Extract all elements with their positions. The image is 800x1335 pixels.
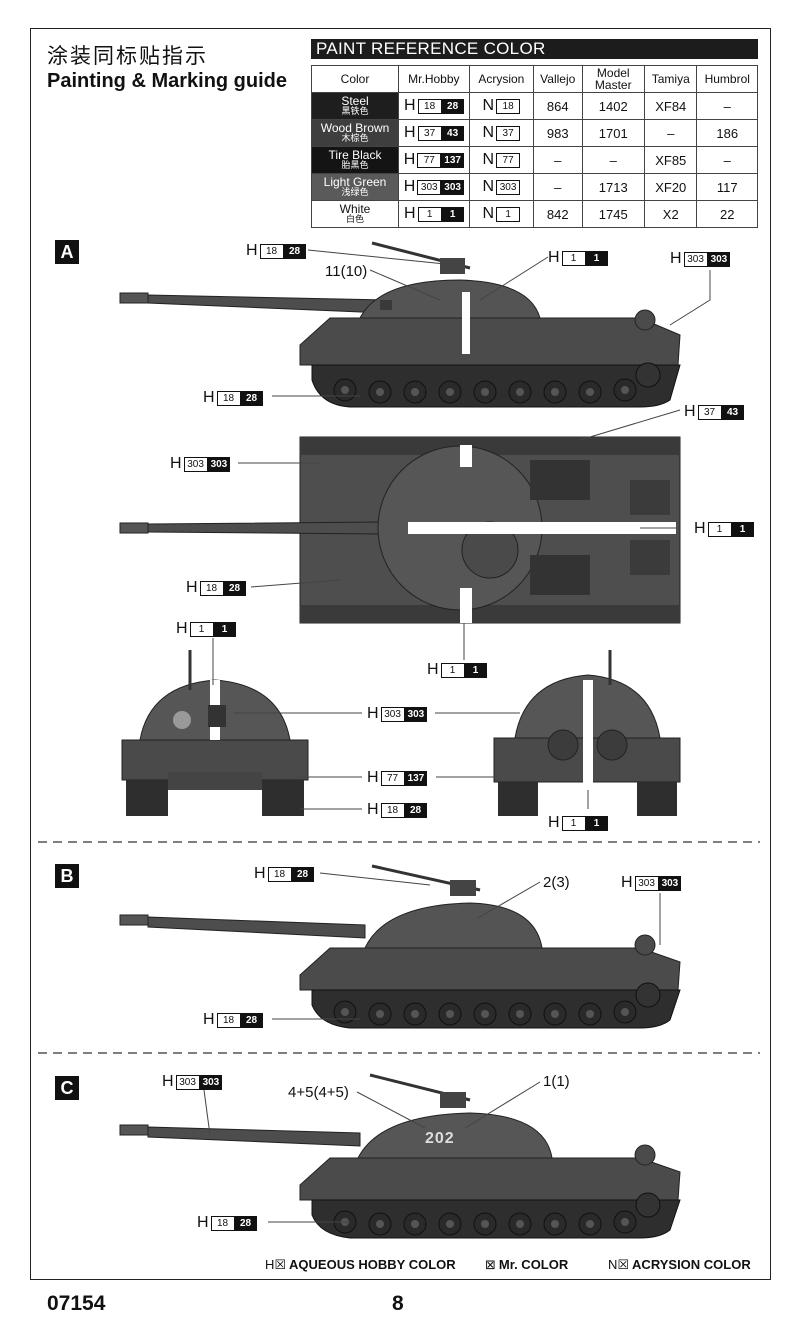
- col-header-tamiya: Tamiya: [643, 65, 698, 93]
- vallejo-cell: 842: [532, 200, 583, 228]
- vallejo-cell: –: [532, 146, 583, 174]
- decal-callout: 1(1): [543, 1073, 570, 1090]
- tamiya-cell: X2: [643, 200, 698, 228]
- modelmaster-cell: 1713: [581, 173, 645, 201]
- decal-callout: 4+5(4+5): [288, 1084, 349, 1101]
- legend-mr-color: ⊠Mr. COLOR: [485, 1257, 569, 1272]
- page-number: 8: [392, 1292, 404, 1315]
- modelmaster-cell: 1745: [581, 200, 645, 228]
- tank-a-side-view: [119, 241, 681, 408]
- legend-acrysion: N☒ACRYSION COLOR: [608, 1257, 751, 1272]
- col-header-vallejo: Vallejo: [532, 65, 583, 93]
- col-header-modelmaster: Model Master: [581, 65, 645, 93]
- title-english: Painting & Marking guide: [47, 70, 288, 92]
- section-label-b: B: [55, 864, 79, 888]
- paint-table-header-row: Color Mr.Hobby Acrysion Vallejo Model Ma…: [310, 65, 758, 93]
- vallejo-cell: –: [532, 173, 583, 201]
- modelmaster-cell: 1402: [581, 92, 645, 120]
- section-label-c: C: [55, 1076, 79, 1100]
- humbrol-cell: 22: [696, 200, 758, 228]
- tank-a-front-view: [121, 650, 309, 816]
- col-header-acrysion: Acrysion: [468, 65, 534, 93]
- crossed-box-icon: H☒: [265, 1257, 287, 1272]
- filled-crossed-box-icon: ⊠: [485, 1257, 496, 1272]
- humbrol-cell: –: [696, 146, 758, 174]
- modelmaster-cell: 1701: [581, 119, 645, 147]
- page-frame: [30, 28, 771, 1280]
- legend-aqueous: H☒AQUEOUS HOBBY COLOR: [265, 1257, 456, 1272]
- paint-reference-heading: PAINT REFERENCE COLOR: [311, 39, 758, 59]
- tank-b-side-view: [119, 864, 681, 1029]
- kit-number: 07154: [47, 1292, 106, 1315]
- decal-callout: 2(3): [543, 874, 570, 891]
- section-label-a: A: [55, 240, 79, 264]
- tank-a-top-view: [119, 436, 681, 624]
- col-header-mrhobby: Mr.Hobby: [398, 65, 470, 93]
- paint-reference-table: Color Mr.Hobby Acrysion Vallejo Model Ma…: [310, 65, 758, 228]
- turret-number-decal: 202: [425, 1130, 455, 1147]
- humbrol-cell: 186: [696, 119, 758, 147]
- tank-a-rear-view: [493, 650, 681, 816]
- decal-callout: 11(10): [325, 263, 368, 280]
- title-chinese: 涂装同标贴指示: [47, 44, 208, 68]
- leader-lines: [203, 249, 711, 1223]
- tamiya-cell: XF84: [643, 92, 698, 120]
- vallejo-cell: 864: [532, 92, 583, 120]
- crossed-box-icon: N☒: [608, 1257, 630, 1272]
- tamiya-cell: XF85: [643, 146, 698, 174]
- tank-c-side-view: [119, 1073, 681, 1239]
